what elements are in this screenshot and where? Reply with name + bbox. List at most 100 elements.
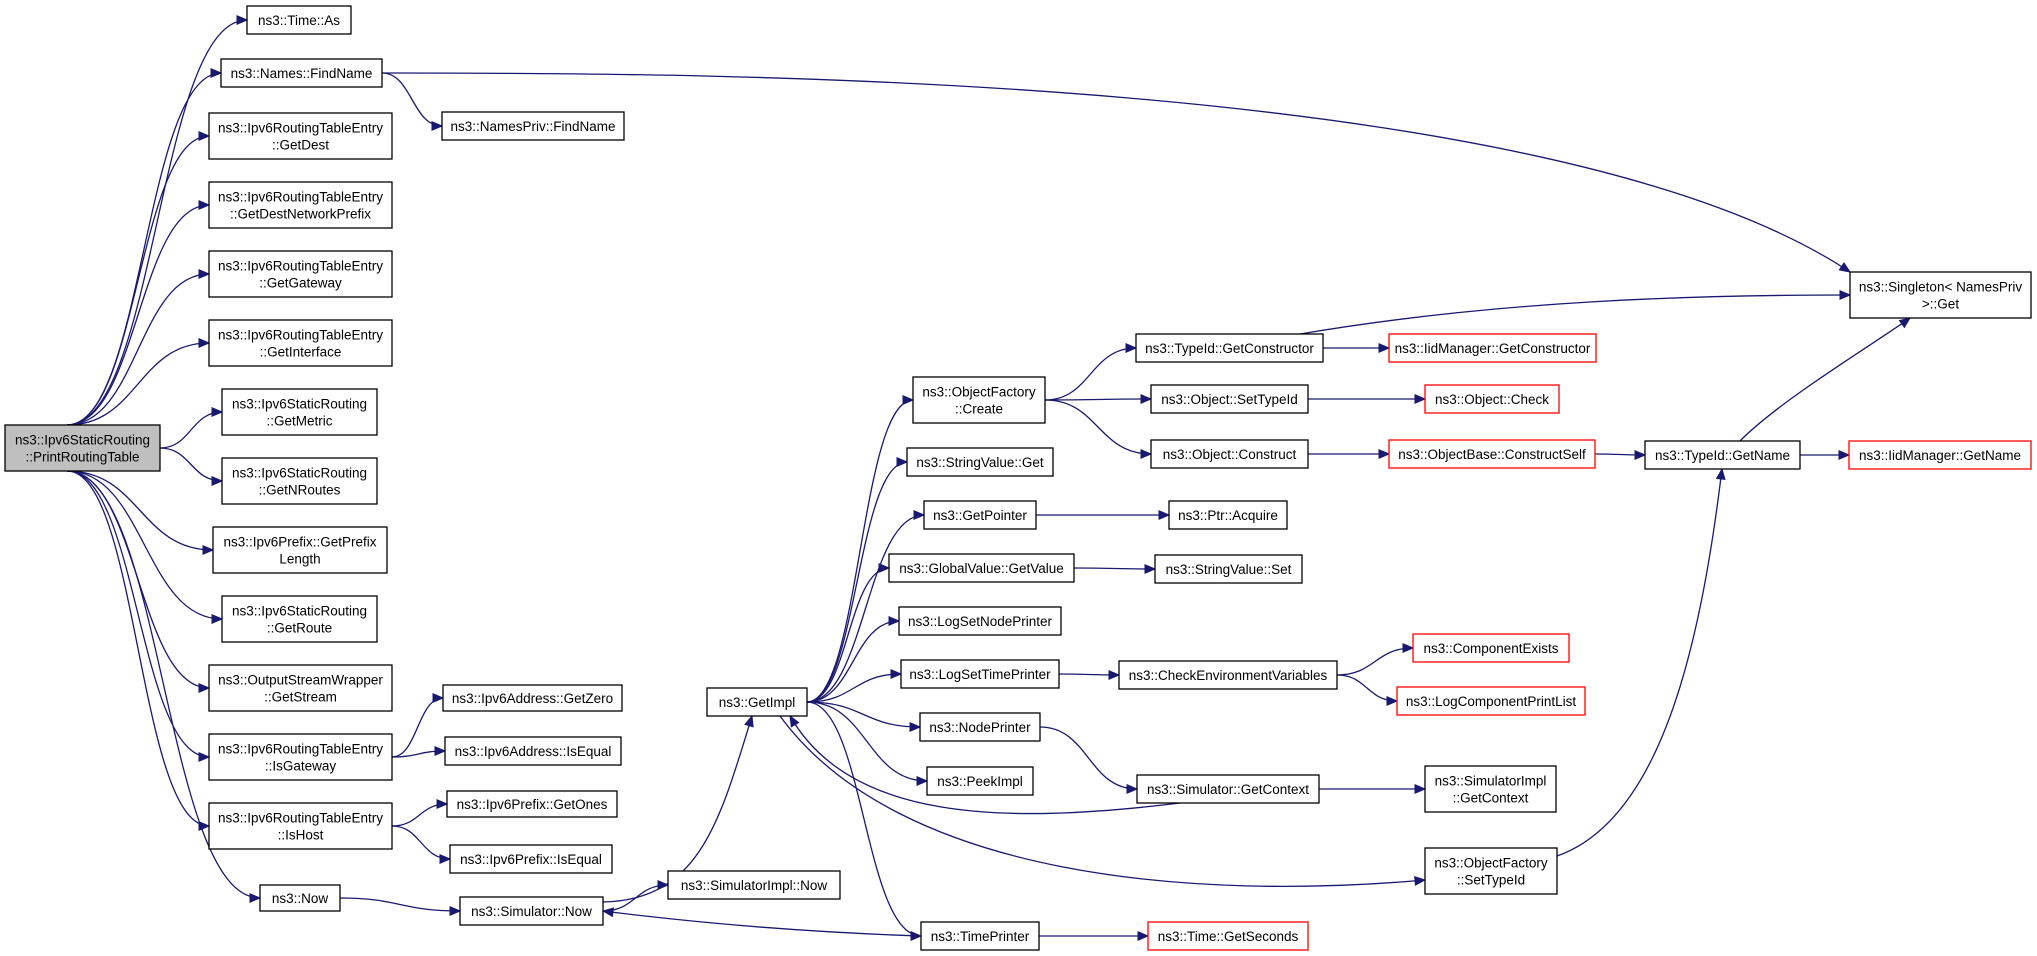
- node-objfactory-create[interactable]: ns3::ObjectFactory::Create: [912, 376, 1046, 424]
- edge-root-to-sr-getroute: [66, 470, 224, 624]
- node-getpointer[interactable]: ns3::GetPointer: [923, 500, 1037, 530]
- node-box: [1424, 384, 1560, 414]
- node-simulator-getcontext[interactable]: ns3::Simulator::GetContext: [1136, 774, 1320, 804]
- edge-rte-isgateway-to-addr-getzero: [391, 693, 445, 758]
- node-box: [246, 5, 352, 35]
- node-prefix-getones[interactable]: ns3::Ipv6Prefix::GetOnes: [446, 790, 618, 818]
- node-prefix-isequal[interactable]: ns3::Ipv6Prefix::IsEqual: [449, 844, 613, 874]
- node-lognodeprinter[interactable]: ns3::LogSetNodePrinter: [898, 606, 1062, 636]
- node-label: ns3::GetPointer: [933, 508, 1027, 523]
- node-simimpl-now[interactable]: ns3::SimulatorImpl::Now: [667, 870, 841, 900]
- node-iidmanager-getname[interactable]: ns3::IidManager::GetName: [1848, 440, 2032, 470]
- node-box: [208, 733, 393, 781]
- node-object-construct[interactable]: ns3::Object::Construct: [1150, 439, 1309, 469]
- node-nodeprinter[interactable]: ns3::NodePrinter: [919, 712, 1041, 742]
- node-ptr-acquire[interactable]: ns3::Ptr::Acquire: [1168, 500, 1288, 530]
- call-nodes: ns3::Ipv6StaticRouting::PrintRoutingTabl…: [4, 5, 2032, 951]
- node-object-settypeid[interactable]: ns3::Object::SetTypeId: [1150, 384, 1309, 414]
- node-label: ns3::LogComponentPrintList: [1406, 694, 1577, 709]
- node-label: ns3::Singleton< NamesPriv: [1859, 280, 2022, 295]
- node-label: ns3::ObjectFactory: [1434, 856, 1548, 871]
- node-box: [1168, 500, 1288, 530]
- node-time-as[interactable]: ns3::Time::As: [246, 5, 352, 35]
- node-singleton-get[interactable]: ns3::Singleton< NamesPriv >::Get: [1849, 271, 2032, 319]
- node-logtimeprinter[interactable]: ns3::LogSetTimePrinter: [900, 659, 1060, 689]
- node-getimpl[interactable]: ns3::GetImpl: [706, 687, 808, 717]
- node-box: [442, 684, 623, 712]
- node-box: [1150, 439, 1309, 469]
- edge-objectbase-constructself-to-typeid-getname: [1594, 450, 1647, 460]
- node-rte-getgateway[interactable]: ns3::Ipv6RoutingTableEntry::GetGateway: [208, 250, 393, 298]
- node-rte-getinterface[interactable]: ns3::Ipv6RoutingTableEntry::GetInterface: [208, 319, 393, 367]
- node-box: [259, 884, 341, 912]
- node-label: ::GetDest: [272, 138, 329, 153]
- node-objfactory-settypeid[interactable]: ns3::ObjectFactory::SetTypeId: [1424, 847, 1558, 895]
- node-stringvalue-set[interactable]: ns3::StringValue::Set: [1154, 554, 1303, 584]
- node-label: ns3::Now: [272, 891, 329, 906]
- edge-getimpl-to-stringvalue-get: [806, 457, 909, 703]
- node-typeid-getname[interactable]: ns3::TypeId::GetName: [1644, 440, 1801, 470]
- node-label: ns3::GetImpl: [719, 695, 796, 710]
- node-box: [900, 659, 1060, 689]
- node-osw-getstream[interactable]: ns3::OutputStreamWrapper::GetStream: [208, 664, 393, 712]
- edge-names-findname-to-singleton-get: [381, 72, 1852, 273]
- edge-getimpl-to-logtimeprinter: [806, 669, 903, 703]
- node-names-findname[interactable]: ns3::Names::FindName: [220, 58, 383, 88]
- node-simimpl-getcontext[interactable]: ns3::SimulatorImpl::GetContext: [1424, 765, 1557, 813]
- edge-simulator-now-to-simimpl-now: [602, 880, 670, 912]
- node-peekimpl[interactable]: ns3::PeekImpl: [926, 766, 1034, 796]
- node-time-getseconds[interactable]: ns3::Time::GetSeconds: [1147, 921, 1309, 951]
- node-box: [888, 553, 1075, 583]
- node-sr-getroute[interactable]: ns3::Ipv6StaticRouting::GetRoute: [221, 595, 378, 643]
- node-sr-getmetric[interactable]: ns3::Ipv6StaticRouting::GetMetric: [221, 388, 378, 436]
- node-iidmanager-getconstructor[interactable]: ns3::IidManager::GetConstructor: [1388, 333, 1597, 363]
- node-simulator-now[interactable]: ns3::Simulator::Now: [459, 896, 604, 926]
- edge-rte-ishost-to-prefix-isequal: [391, 825, 452, 864]
- node-sr-getnroutes[interactable]: ns3::Ipv6StaticRouting::GetNRoutes: [221, 457, 378, 505]
- edge-getimpl-to-objfactory-settypeid: [779, 715, 1427, 887]
- node-timeprinter[interactable]: ns3::TimePrinter: [920, 921, 1040, 951]
- edge-rte-isgateway-to-addr-isequal: [391, 746, 447, 758]
- node-box: [446, 790, 618, 818]
- node-objectbase-constructself[interactable]: ns3::ObjectBase::ConstructSelf: [1388, 439, 1596, 469]
- node-label: ns3::Names::FindName: [231, 66, 373, 81]
- node-rte-ishost[interactable]: ns3::Ipv6RoutingTableEntry::IsHost: [208, 802, 393, 850]
- node-rte-isgateway[interactable]: ns3::Ipv6RoutingTableEntry::IsGateway: [208, 733, 393, 781]
- node-logcomponentprintlist[interactable]: ns3::LogComponentPrintList: [1396, 686, 1586, 716]
- node-label: ns3::IidManager::GetConstructor: [1395, 341, 1591, 356]
- node-now[interactable]: ns3::Now: [259, 884, 341, 912]
- node-label: ns3::StringValue::Set: [1166, 562, 1292, 577]
- node-label: ns3::Simulator::GetContext: [1147, 782, 1309, 797]
- node-rte-getdestnetworkprefix[interactable]: ns3::Ipv6RoutingTableEntry::GetDestNetwo…: [208, 181, 393, 229]
- node-root[interactable]: ns3::Ipv6StaticRouting::PrintRoutingTabl…: [4, 424, 161, 472]
- node-box: [221, 595, 378, 643]
- node-box: [706, 687, 808, 717]
- node-label: ns3::StringValue::Get: [916, 455, 1044, 470]
- node-label: ns3::Ipv6Prefix::GetOnes: [457, 797, 608, 812]
- node-object-check[interactable]: ns3::Object::Check: [1424, 384, 1560, 414]
- node-box: [1136, 774, 1320, 804]
- node-label: ns3::Ipv6StaticRouting: [15, 433, 150, 448]
- node-typeid-getconstructor[interactable]: ns3::TypeId::GetConstructor: [1135, 333, 1324, 363]
- node-label: ::SetTypeId: [1457, 873, 1525, 888]
- node-label: ns3::TypeId::GetName: [1655, 448, 1790, 463]
- node-label: ns3::Ipv6RoutingTableEntry: [218, 328, 383, 343]
- node-namespriv-findname[interactable]: ns3::NamesPriv::FindName: [441, 111, 625, 141]
- edge-nodeprinter-to-simulator-getcontext: [1039, 726, 1139, 794]
- edge-root-to-names-findname: [66, 68, 223, 426]
- node-label: ns3::Object::Check: [1435, 392, 1549, 407]
- node-box: [667, 870, 841, 900]
- node-addr-getzero[interactable]: ns3::Ipv6Address::GetZero: [442, 684, 623, 712]
- node-label: ns3::Object::SetTypeId: [1161, 392, 1298, 407]
- node-rte-getdest[interactable]: ns3::Ipv6RoutingTableEntry::GetDest: [208, 112, 393, 160]
- node-globalvalue-getvalue[interactable]: ns3::GlobalValue::GetValue: [888, 553, 1075, 583]
- node-stringvalue-get[interactable]: ns3::StringValue::Get: [906, 447, 1054, 477]
- node-box: [898, 606, 1062, 636]
- node-addr-isequal[interactable]: ns3::Ipv6Address::IsEqual: [444, 736, 622, 766]
- node-checkenvvars[interactable]: ns3::CheckEnvironmentVariables: [1118, 660, 1338, 690]
- node-componentexists[interactable]: ns3::ComponentExists: [1412, 633, 1570, 663]
- call-edges: [66, 15, 1912, 941]
- node-label: ns3::SimulatorImpl::Now: [681, 878, 828, 893]
